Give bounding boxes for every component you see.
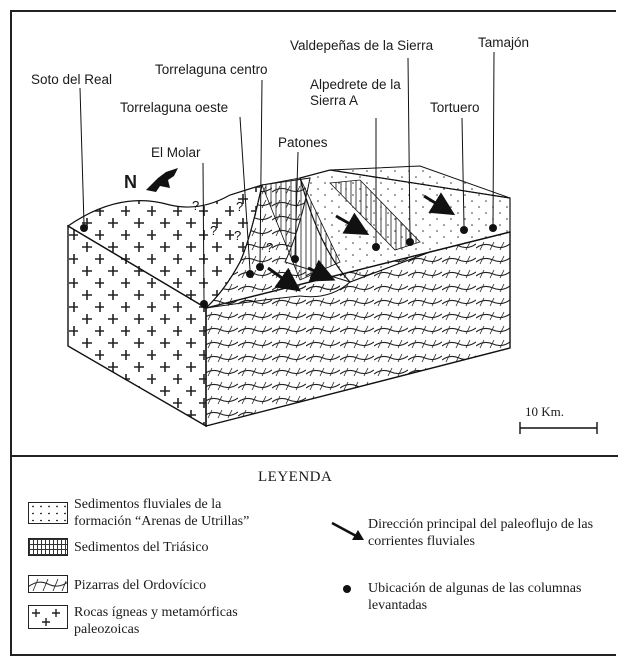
location-dot bbox=[489, 224, 497, 232]
location-dot bbox=[460, 226, 468, 234]
label-torrelaguna-centro: Torrelaguna centro bbox=[155, 62, 268, 77]
svg-text:?: ? bbox=[234, 228, 241, 243]
swatch-triasico bbox=[28, 538, 68, 556]
location-dot bbox=[200, 300, 208, 308]
location-dot bbox=[256, 263, 264, 271]
swatch-fluvial bbox=[28, 502, 68, 524]
north-arrow-icon bbox=[146, 168, 178, 192]
paleoflow-arrow bbox=[267, 266, 301, 292]
location-dot bbox=[246, 270, 254, 278]
legend-ordovicico: Pizarras del Ordovícico bbox=[74, 578, 207, 593]
block-diagram: ? ? ? ? ? bbox=[66, 51, 598, 434]
paleoflow-arrow bbox=[307, 259, 336, 282]
scale-bar bbox=[519, 422, 598, 434]
legend-divider bbox=[10, 455, 618, 457]
paleoflow-arrow bbox=[423, 192, 456, 216]
label-patones: Patones bbox=[278, 135, 328, 150]
north-label: N bbox=[124, 172, 137, 192]
location-dot-icon bbox=[343, 585, 351, 593]
location-dot bbox=[406, 238, 414, 246]
legend-igneas: Rocas ígneas y metamórficas paleozoicas bbox=[74, 605, 238, 637]
svg-text:?: ? bbox=[266, 240, 273, 255]
paleoflow-arrow-icon bbox=[331, 521, 364, 540]
legend-paleoflujo: Dirección principal del paleoflujo de la… bbox=[368, 517, 594, 549]
legend-columnas: Ubicación de algunas de las columnas lev… bbox=[368, 581, 582, 613]
label-soto-del-real: Soto del Real bbox=[31, 72, 113, 87]
label-torrelaguna-oeste: Torrelaguna oeste bbox=[120, 100, 229, 115]
svg-text:?: ? bbox=[236, 199, 243, 214]
paleoflow-arrow bbox=[335, 212, 370, 235]
svg-text:?: ? bbox=[210, 223, 217, 238]
label-valdepenas: Valdepeñas de la Sierra bbox=[290, 38, 434, 53]
top-back-fluvial bbox=[329, 165, 511, 199]
swatch-ordovicico bbox=[28, 575, 68, 593]
location-dot bbox=[80, 224, 88, 232]
swatch-igneas bbox=[28, 605, 68, 629]
legend-fluvial: Sedimentos fluviales de la formación “Ar… bbox=[74, 497, 250, 529]
question-marks: ? ? ? ? ? bbox=[192, 198, 273, 255]
legend-triasico: Sedimentos del Triásico bbox=[74, 540, 209, 555]
location-dot bbox=[291, 255, 299, 263]
label-tamajon: Tamajón bbox=[478, 35, 530, 50]
label-tortuero: Tortuero bbox=[430, 100, 480, 115]
legend-title: LEYENDA bbox=[258, 469, 333, 485]
location-dot bbox=[372, 243, 380, 251]
label-alpedrete: Alpedrete de la Sierra A bbox=[310, 77, 401, 108]
scale-label: 10 Km. bbox=[525, 404, 564, 419]
svg-text:?: ? bbox=[192, 198, 199, 213]
label-el-molar: El Molar bbox=[151, 145, 201, 160]
